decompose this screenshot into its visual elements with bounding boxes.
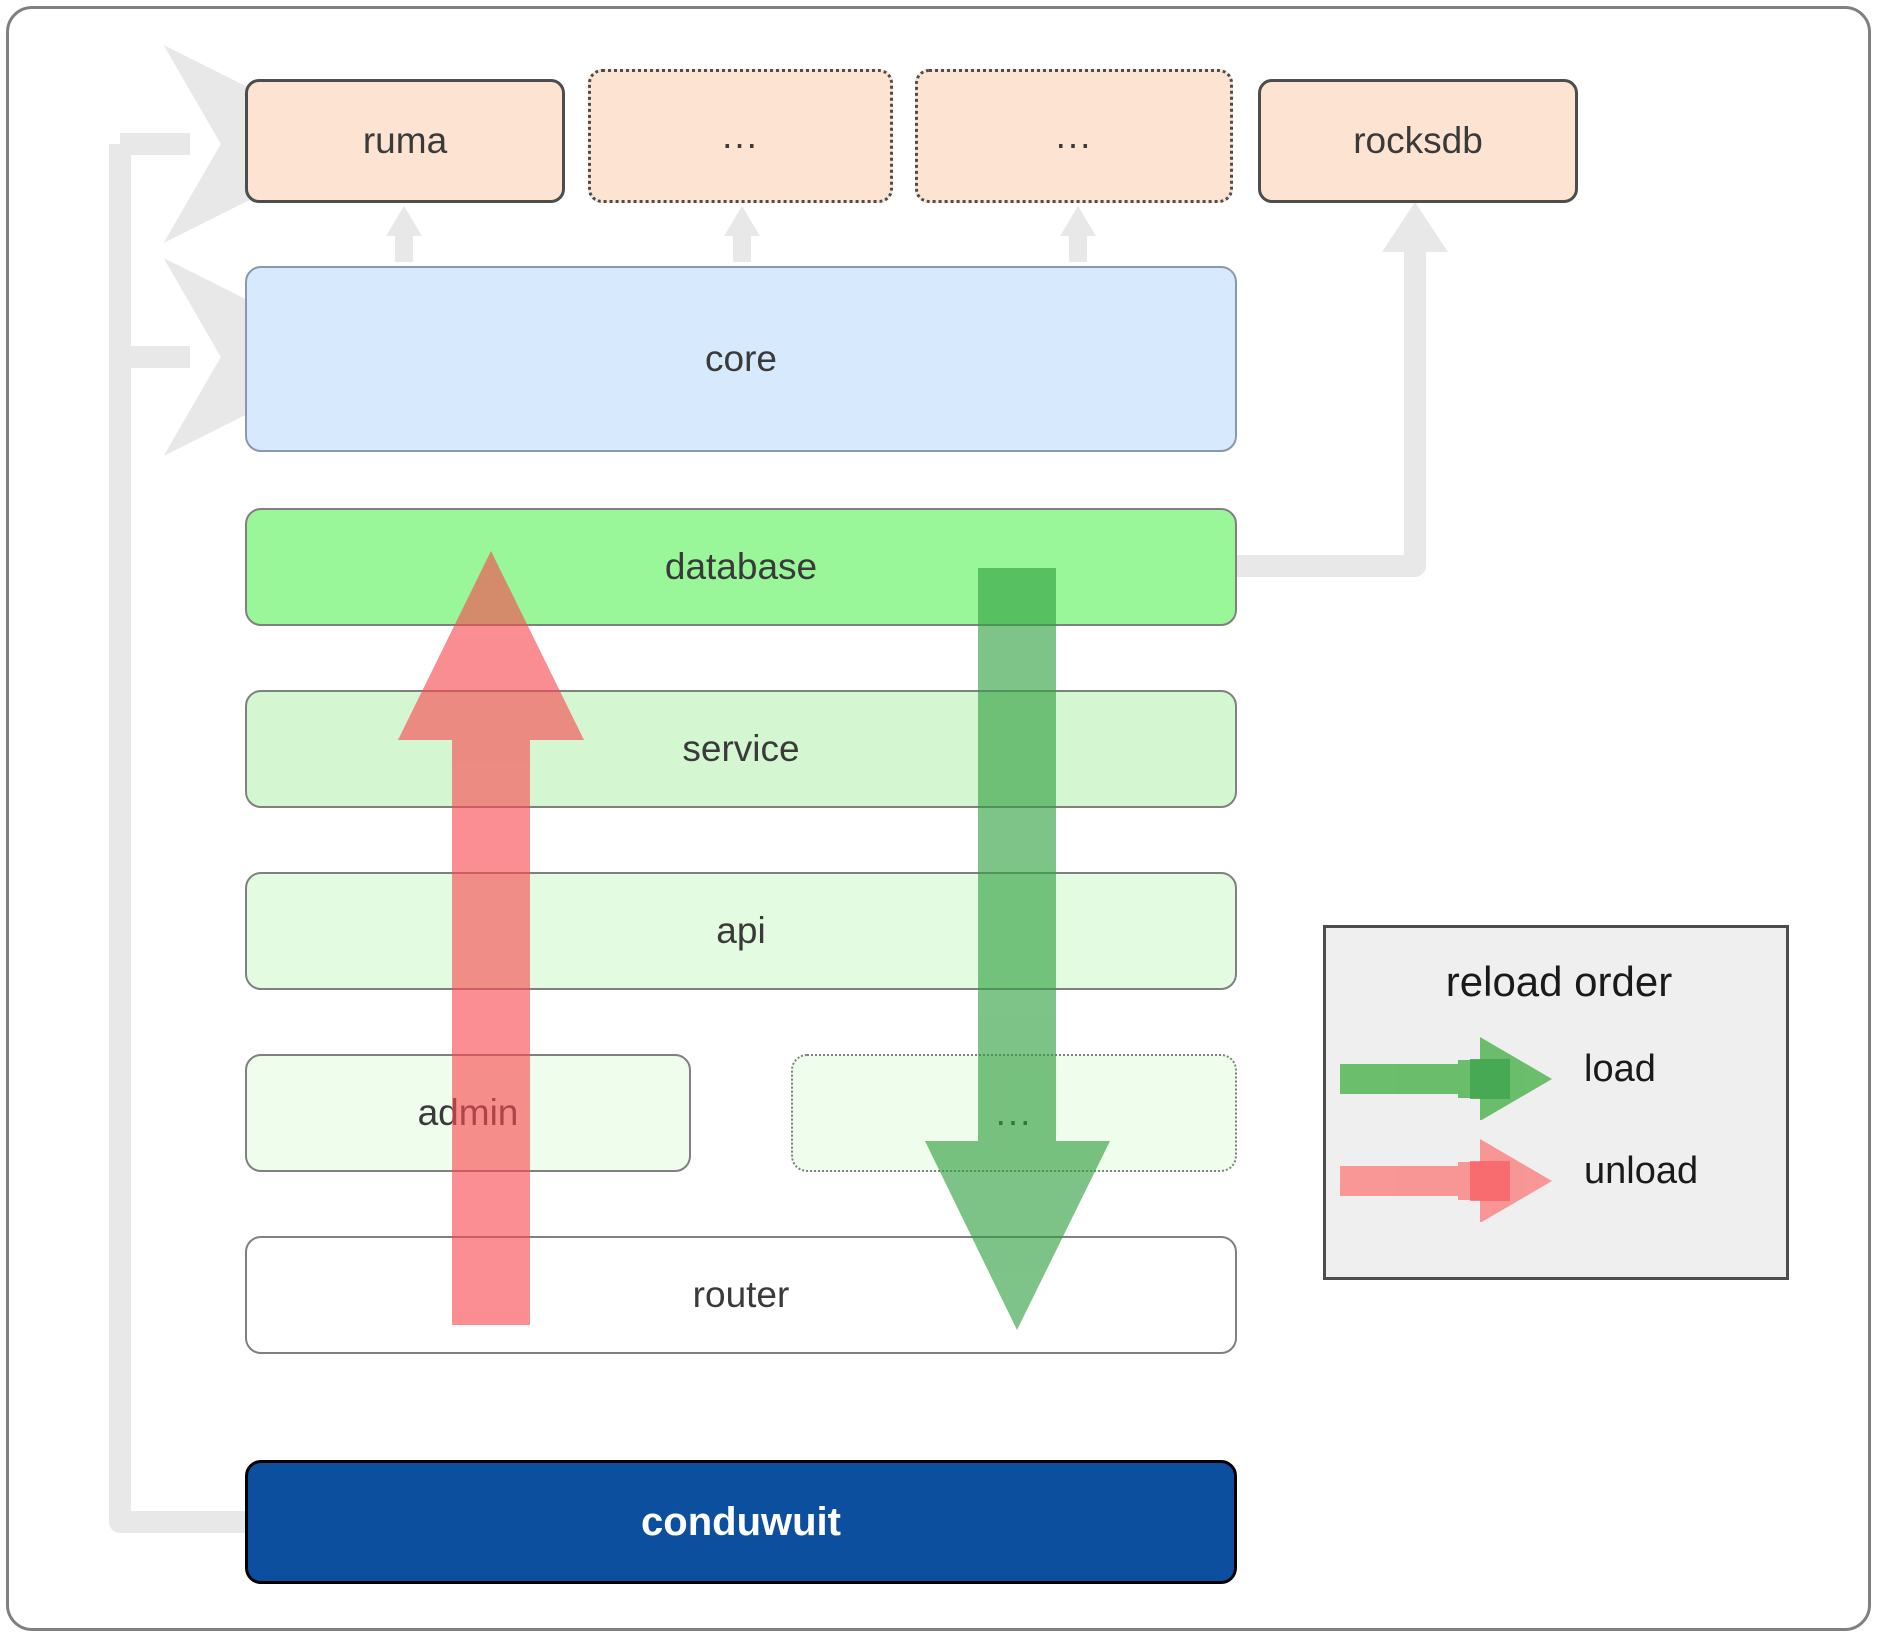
connector-database-to-rocksdb [1236, 202, 1448, 577]
layer-box-database[interactable]: database [245, 508, 1237, 626]
legend-label-unload: unload [1584, 1150, 1699, 1192]
unload-arrow [398, 551, 584, 1325]
legend-panel: reload order load unload [1323, 925, 1789, 1280]
layer-label: api [716, 910, 766, 951]
layer-box-router[interactable]: router [245, 1236, 1237, 1354]
layer-label: service [682, 728, 800, 769]
layer-box-service[interactable]: service [245, 690, 1237, 808]
connector-conduwuit-trunk [109, 144, 248, 1533]
layer-label: router [692, 1274, 790, 1315]
connector-core-to-ruma [386, 206, 422, 262]
dependency-box-optional-2[interactable]: ... [915, 69, 1233, 203]
dependency-label: ... [722, 115, 759, 156]
legend-arrow-unload [1340, 1139, 1552, 1222]
layer-box-api[interactable]: api [245, 872, 1237, 990]
legend-title: reload order [1445, 958, 1673, 1005]
dependency-box-ruma[interactable]: ruma [245, 79, 565, 203]
legend-label-load: load [1584, 1048, 1656, 1090]
layer-label: database [664, 546, 818, 587]
core-label: core [705, 338, 777, 379]
dependency-label: ruma [362, 120, 448, 161]
dependency-label: rocksdb [1353, 120, 1483, 161]
binary-box-conduwuit[interactable]: conduwuit [245, 1460, 1237, 1584]
dependency-box-optional-1[interactable]: ... [588, 69, 893, 203]
dependency-label: ... [1055, 115, 1093, 156]
load-arrow [925, 568, 1110, 1330]
core-box[interactable]: core [245, 266, 1237, 452]
dependency-box-rocksdb[interactable]: rocksdb [1258, 79, 1578, 203]
legend-arrow-load [1340, 1037, 1552, 1120]
connector-core-to-opt1 [724, 206, 760, 262]
binary-label: conduwuit [641, 1499, 841, 1544]
connector-core-to-opt2 [1060, 206, 1096, 262]
